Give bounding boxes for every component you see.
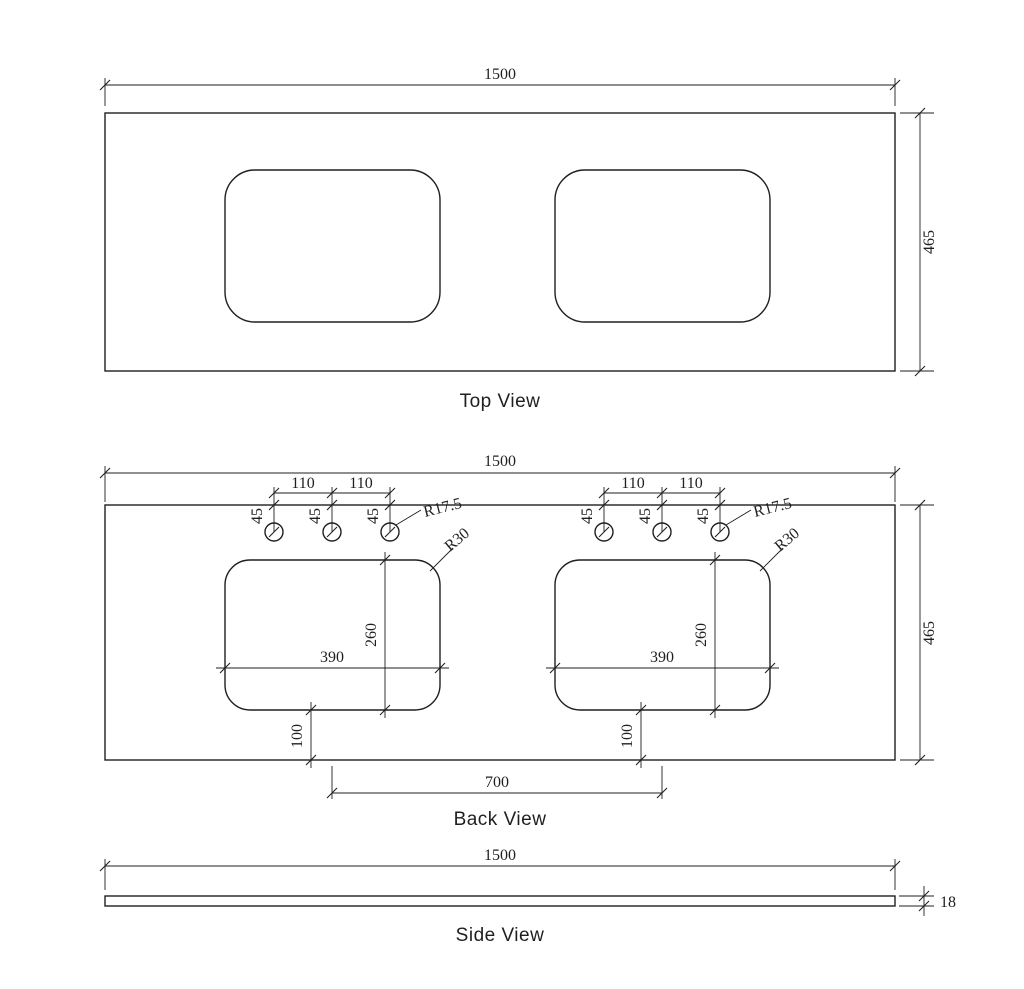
hole-radius-label: R17.5 — [422, 495, 464, 521]
dim-text-hole-offset: 45 — [579, 508, 596, 524]
dim-bowl-center-spacing: 700 — [326, 766, 668, 799]
dim-cutout-width-left: 390 — [216, 649, 449, 674]
corner-radius-label: R30 — [772, 525, 803, 555]
dim-text-hole-pitch: 110 — [679, 475, 702, 492]
dim-text-hole-pitch: 110 — [291, 475, 314, 492]
dim-cutout-width-right: 390 — [546, 649, 779, 674]
dim-text-cutout-width: 390 — [320, 649, 344, 666]
dim-back-width: 1500 — [99, 453, 901, 502]
countertop-back-outline — [104, 504, 896, 761]
slab-profile — [104, 895, 896, 907]
sink-cutout-right — [554, 169, 771, 323]
dim-cutout-height-left: 260 — [363, 552, 391, 718]
dim-text-hole-offset: 45 — [637, 508, 654, 524]
dim-text-hole-offset: 45 — [695, 508, 712, 524]
leader-line — [395, 509, 422, 526]
dim-text-width: 1500 — [484, 66, 516, 83]
dim-cutout-height-right: 260 — [693, 552, 721, 718]
dim-faucet-holes-right: 110 110 45 45 45 — [579, 475, 726, 538]
corner-radius-label: R30 — [442, 525, 473, 555]
dim-text-hole-pitch: 110 — [621, 475, 644, 492]
dim-back-height: 465 — [900, 499, 938, 766]
sink-cutout-left — [224, 169, 441, 323]
dim-text-height: 465 — [921, 621, 938, 645]
dim-top-width: 1500 — [99, 66, 901, 106]
dim-text-hole-offset: 45 — [365, 508, 382, 524]
back-view-label: Back View — [454, 809, 547, 830]
dim-side-width: 1500 — [99, 847, 901, 890]
dim-text-hole-offset: 45 — [307, 508, 324, 524]
dim-text-thickness: 18 — [940, 894, 956, 911]
side-view: 1500 18 Side View — [99, 847, 956, 946]
dim-text-bottom-offset: 100 — [289, 724, 306, 748]
dim-text-hole-pitch: 110 — [349, 475, 372, 492]
leader-line — [759, 547, 784, 572]
top-view: 1500 465 Top View — [99, 66, 938, 412]
sink-cutout-back-left — [224, 559, 441, 711]
top-view-label: Top View — [460, 391, 541, 412]
dim-thickness: 18 — [899, 886, 956, 916]
leader-line — [429, 547, 454, 572]
leader-line — [725, 509, 752, 526]
dim-text-width: 1500 — [484, 847, 516, 864]
dim-text-cutout-height: 260 — [363, 623, 380, 647]
dim-faucet-holes-left: 110 110 45 45 45 — [249, 475, 396, 538]
countertop-outline — [104, 112, 896, 372]
dim-text-width: 1500 — [484, 453, 516, 470]
side-view-label: Side View — [456, 925, 545, 946]
dim-bottom-offset-right: 100 — [619, 702, 647, 768]
dim-text-cutout-height: 260 — [693, 623, 710, 647]
dim-text-depth: 465 — [921, 230, 938, 254]
back-view: 1500 110 110 45 45 45 — [99, 453, 938, 830]
dim-text-bowl-spacing: 700 — [485, 774, 509, 791]
dim-text-cutout-width: 390 — [650, 649, 674, 666]
hole-radius-label: R17.5 — [752, 495, 794, 521]
sink-cutout-back-right — [554, 559, 771, 711]
dim-text-hole-offset: 45 — [249, 508, 266, 524]
dim-top-depth: 465 — [900, 107, 938, 377]
dim-bottom-offset-left: 100 — [289, 702, 317, 768]
dim-text-bottom-offset: 100 — [619, 724, 636, 748]
